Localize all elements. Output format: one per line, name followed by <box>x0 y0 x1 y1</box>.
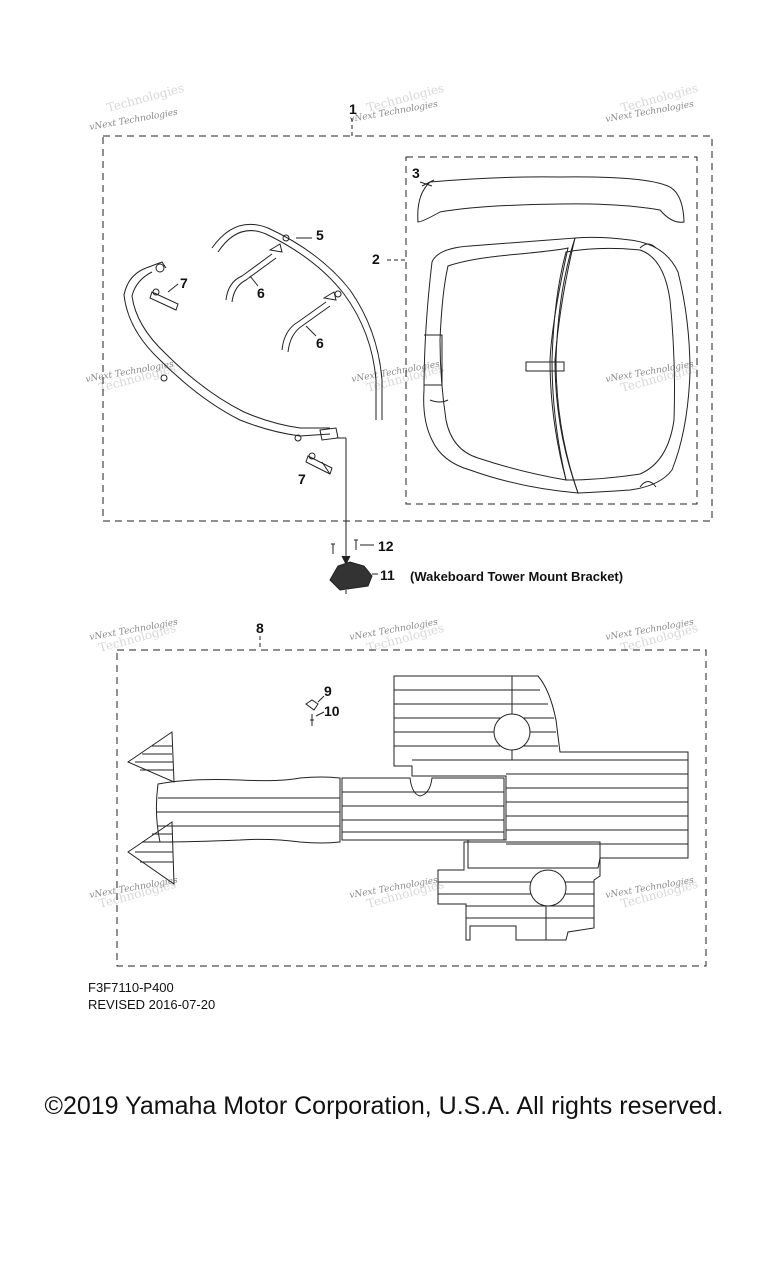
copyright-notice: ©2019 Yamaha Motor Corporation, U.S.A. A… <box>44 1092 724 1120</box>
revised-date: REVISED 2016-07-20 <box>88 997 216 1012</box>
part-6-strut-lower <box>281 291 337 353</box>
callout-12: 12 <box>378 538 394 554</box>
callout-3: 3 <box>412 165 420 181</box>
mat-kit-group <box>116 636 707 967</box>
watermark: Technologies vNext Technologies <box>605 360 700 395</box>
assembly-1-dashed-box <box>102 135 713 522</box>
tower-assembly-group <box>102 118 713 566</box>
watermark: Technologies vNext Technologies <box>349 876 446 911</box>
callout-2: 2 <box>372 251 380 267</box>
callout-1: 1 <box>349 101 357 117</box>
callout-7-lower: 7 <box>298 471 306 487</box>
part-12-screw <box>331 543 335 554</box>
bracket-group <box>329 539 378 594</box>
part-5-tower-frame <box>123 223 383 442</box>
callout-8: 8 <box>256 620 264 636</box>
watermark: Technologies vNext Technologies <box>89 876 179 911</box>
mat-triangle-upper <box>126 731 175 783</box>
watermark: Technologies vNext Technologies <box>351 360 446 395</box>
callout-11: 11 <box>380 567 395 583</box>
assembly-2-dashed-box <box>405 156 698 505</box>
part-code: F3F7110-P400 <box>88 980 174 995</box>
mat-walkway <box>155 776 341 844</box>
callout-10: 10 <box>324 703 340 719</box>
callout-6-upper: 6 <box>257 285 265 301</box>
watermark: Technologies vNext Technologies <box>349 81 446 125</box>
part-7-clamp-lower <box>305 452 333 475</box>
part-3-top-strap <box>417 176 685 223</box>
part-7-clamp-upper <box>149 283 179 311</box>
part-6-strut-upper <box>225 243 283 303</box>
callout-6-lower: 6 <box>316 335 324 351</box>
watermark: Technologies vNext Technologies <box>85 360 178 395</box>
part-11-mount-bracket <box>329 561 373 591</box>
watermark: Technologies vNext Technologies <box>89 81 186 133</box>
part-2-canvas-cover <box>423 236 691 494</box>
bracket-note: (Wakeboard Tower Mount Bracket) <box>410 569 623 584</box>
assembly-8-dashed-box <box>116 649 707 967</box>
mat-triangle-lower <box>127 821 175 885</box>
callout-7-upper: 7 <box>180 275 188 291</box>
mat-deck-upper <box>393 675 689 869</box>
svg-text:vNext Technologies: vNext Technologies <box>89 108 179 133</box>
watermark: Technologies vNext Technologies <box>89 618 179 655</box>
mat-deck-lower <box>437 841 601 941</box>
watermarks: Technologies vNext Technologies Technolo… <box>85 81 700 911</box>
mat-center <box>341 777 505 841</box>
callout-5: 5 <box>316 227 324 243</box>
watermark: Technologies vNext Technologies <box>349 618 446 655</box>
watermark: Technologies vNext Technologies <box>605 81 700 125</box>
watermark: Technologies vNext Technologies <box>605 876 700 911</box>
watermark: Technologies vNext Technologies <box>605 618 700 655</box>
callout-9: 9 <box>324 683 332 699</box>
part-9-snap <box>305 699 319 711</box>
